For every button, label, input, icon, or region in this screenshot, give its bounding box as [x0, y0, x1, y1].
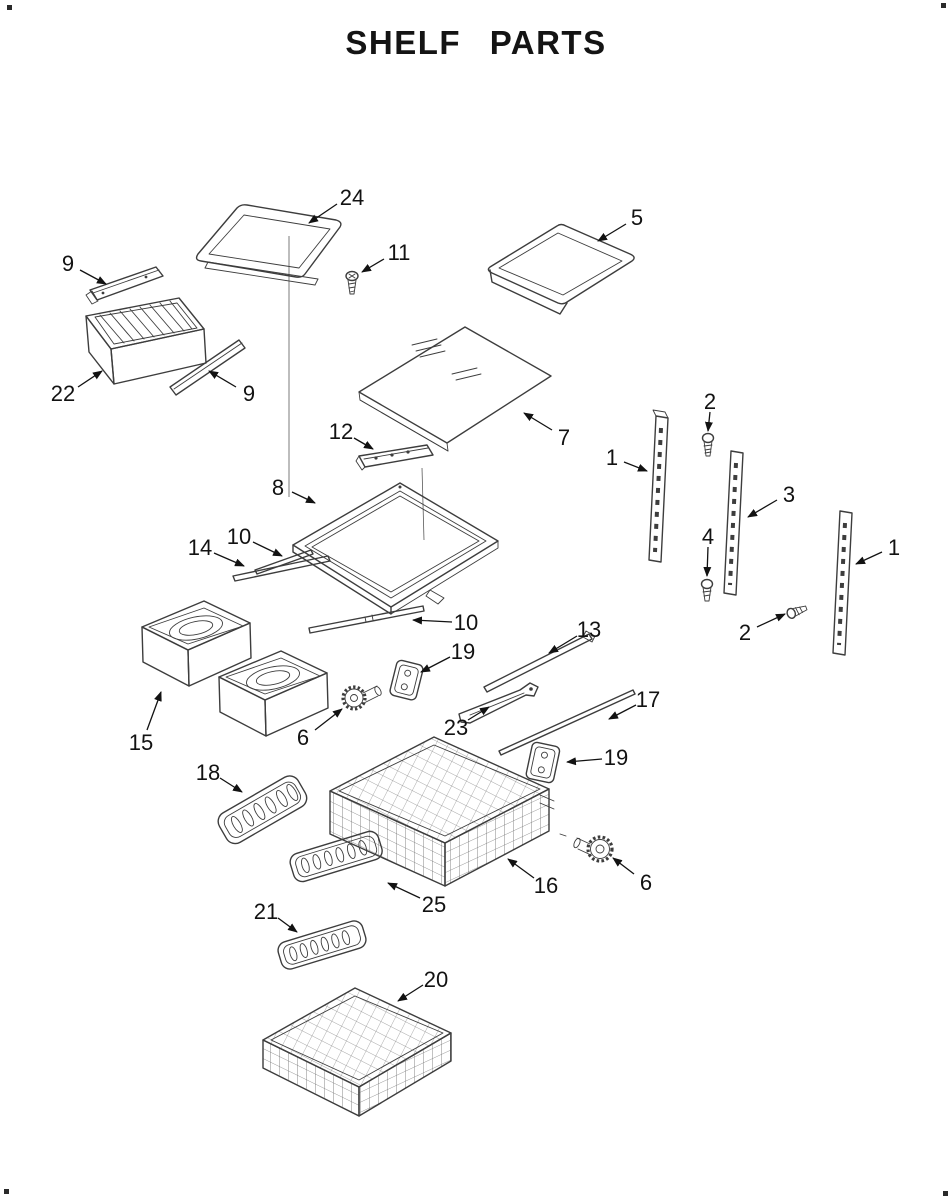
- callout-19: 19: [566, 745, 628, 770]
- callout-22: 22: [51, 370, 103, 406]
- callout-18: 18: [196, 760, 243, 793]
- callout-10: 10: [227, 524, 283, 557]
- part-23-support-arm-art: [458, 682, 539, 724]
- part-17-rod-art: [498, 689, 636, 756]
- part-10-rod-top-art: [254, 549, 314, 575]
- callout-number-2: 2: [704, 389, 716, 414]
- callout-number-7: 7: [558, 425, 570, 450]
- assembly-lines: [288, 236, 425, 541]
- callout-number-5: 5: [631, 205, 643, 230]
- callout-number-4: 4: [702, 524, 714, 549]
- part-7-glass-shelf-art: [358, 326, 552, 452]
- part-11-screw-art: [345, 270, 359, 295]
- callout-number-14: 14: [188, 535, 212, 560]
- callout-number-23: 23: [444, 715, 468, 740]
- callout-number-19: 19: [604, 745, 628, 770]
- callout-number-21: 21: [254, 899, 278, 924]
- part-21-vent-panel-art: [277, 920, 367, 970]
- part-1-rail-right-art: [832, 510, 853, 656]
- callout-number-25: 25: [422, 892, 446, 917]
- callout-number-9: 9: [62, 251, 74, 276]
- callout-5: 5: [597, 205, 643, 242]
- part-2-screw-top-art: [701, 432, 715, 457]
- callout-number-15: 15: [129, 730, 153, 755]
- callout-14: 14: [188, 535, 245, 567]
- callout-17: 17: [608, 687, 660, 720]
- callout-13: 13: [548, 617, 601, 654]
- callout-16: 16: [507, 858, 558, 898]
- part-19-bracket-right-art: [525, 741, 561, 784]
- part-10-rod-mid-art: [308, 605, 425, 634]
- part-4-screw-art: [700, 578, 714, 602]
- callout-number-10: 10: [454, 610, 478, 635]
- part-6-gear-right-art: [559, 833, 614, 863]
- part-22-drawer-art: [85, 297, 207, 385]
- callout-number-13: 13: [577, 617, 601, 642]
- callout-number-6: 6: [297, 725, 309, 750]
- callout-number-8: 8: [272, 475, 284, 500]
- part-9-rail-top-art: [85, 266, 164, 305]
- callout-7: 7: [523, 412, 570, 450]
- callout-6: 6: [297, 708, 343, 750]
- callout-19: 19: [420, 639, 475, 673]
- callout-24: 24: [308, 185, 364, 224]
- callout-8: 8: [272, 475, 316, 504]
- part-12-bracket-art: [355, 444, 434, 471]
- page-title: SHELF PARTS: [345, 24, 607, 61]
- callout-number-3: 3: [783, 482, 795, 507]
- callout-number-12: 12: [329, 419, 353, 444]
- part-20-wire-basket-art: [262, 987, 452, 1117]
- part-9-rail-mid-art: [169, 339, 246, 396]
- part-14-trim-art: [232, 555, 331, 582]
- scan-marks: [4, 3, 948, 1196]
- part-24-shelf-frame-art: [195, 204, 342, 286]
- part-5-shelf-art: [487, 223, 635, 315]
- part-6-gear-left-art: [341, 685, 382, 711]
- callout-4: 4: [702, 524, 714, 577]
- part-18-vent-panel-art: [217, 775, 308, 845]
- callout-number-1: 1: [606, 445, 618, 470]
- callout-21: 21: [254, 899, 298, 933]
- callout-15: 15: [129, 691, 162, 755]
- part-15-drawers-art: [141, 600, 329, 737]
- part-25-vent-panel-art: [289, 830, 383, 883]
- part-8-shelf-frame-art: [292, 482, 499, 615]
- part-16-wire-basket-art: [329, 736, 555, 887]
- callout-number-19: 19: [451, 639, 475, 664]
- callout-number-16: 16: [534, 873, 558, 898]
- callout-2: 2: [704, 389, 716, 432]
- callout-3: 3: [747, 482, 795, 518]
- callout-9: 9: [208, 370, 255, 406]
- callout-number-9: 9: [243, 381, 255, 406]
- callout-number-20: 20: [424, 967, 448, 992]
- callout-9: 9: [62, 251, 107, 285]
- callout-number-22: 22: [51, 381, 75, 406]
- callout-number-17: 17: [636, 687, 660, 712]
- callout-23: 23: [444, 706, 490, 740]
- part-19-bracket-left-art: [389, 659, 424, 701]
- part-2-screw-right-art: [786, 605, 808, 619]
- callout-number-11: 11: [388, 240, 411, 265]
- callout-number-6: 6: [640, 870, 652, 895]
- callout-6: 6: [612, 857, 652, 895]
- callout-25: 25: [387, 882, 446, 917]
- callout-2: 2: [739, 613, 786, 645]
- callout-number-10: 10: [227, 524, 251, 549]
- callout-number-24: 24: [340, 185, 364, 210]
- callout-10: 10: [412, 610, 478, 635]
- callout-1: 1: [606, 445, 648, 472]
- callout-12: 12: [329, 419, 374, 450]
- callout-20: 20: [397, 967, 448, 1002]
- part-3-rail-art: [723, 450, 744, 596]
- part-1-rail-left-art: [648, 409, 669, 563]
- callout-11: 11: [361, 240, 411, 273]
- callout-number-2: 2: [739, 620, 751, 645]
- callout-1: 1: [855, 535, 900, 565]
- callout-number-1: 1: [888, 535, 900, 560]
- callout-number-18: 18: [196, 760, 220, 785]
